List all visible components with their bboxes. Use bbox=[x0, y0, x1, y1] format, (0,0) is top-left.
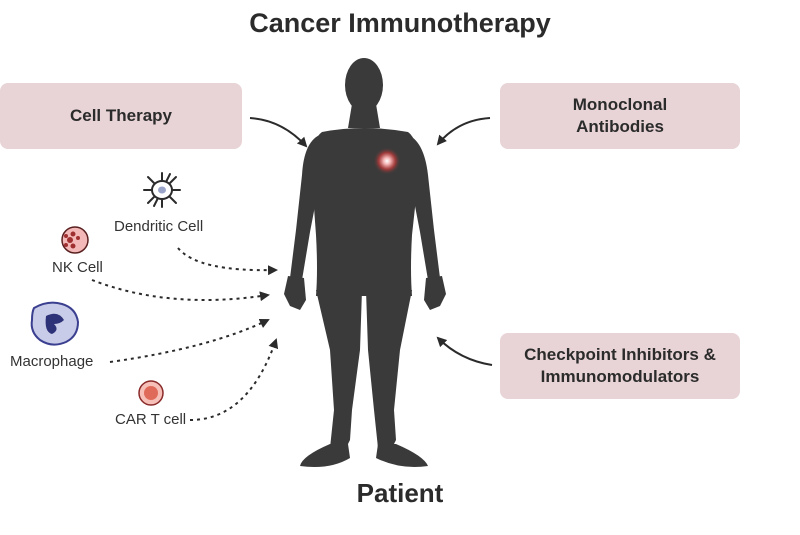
macrophage-label: Macrophage bbox=[10, 353, 94, 370]
dendritic-cell-icon bbox=[143, 172, 181, 208]
nk-cell-icon bbox=[61, 226, 89, 254]
car-t-cell-label: CAR T cell bbox=[115, 411, 187, 428]
car-t-cell-icon bbox=[138, 380, 164, 406]
arrow-cell-therapy bbox=[249, 117, 308, 148]
diagram-title: Cancer Immunotherapy bbox=[249, 8, 551, 38]
dendritic-cell-label: Dendritic Cell bbox=[114, 218, 204, 235]
cell-therapy-box: Cell Therapy bbox=[0, 83, 242, 149]
checkpoint-inhibitors-box: Checkpoint Inhibitors & Immunomodulators bbox=[500, 333, 740, 399]
patient-label: Patient bbox=[356, 478, 444, 508]
nk-cell-label: NK Cell bbox=[52, 259, 103, 276]
tumor-glow bbox=[373, 147, 401, 175]
macrophage-icon bbox=[30, 301, 80, 346]
arrow-macrophage bbox=[109, 318, 270, 363]
arrow-dendritic bbox=[177, 247, 278, 276]
arrow-monoclonal bbox=[436, 117, 491, 146]
monoclonal-antibodies-box: Monoclonal Antibodies bbox=[500, 83, 740, 149]
arrow-car-t bbox=[189, 338, 279, 421]
human-silhouette bbox=[284, 58, 446, 467]
arrow-nk bbox=[91, 279, 270, 302]
arrow-checkpoint bbox=[436, 336, 493, 366]
